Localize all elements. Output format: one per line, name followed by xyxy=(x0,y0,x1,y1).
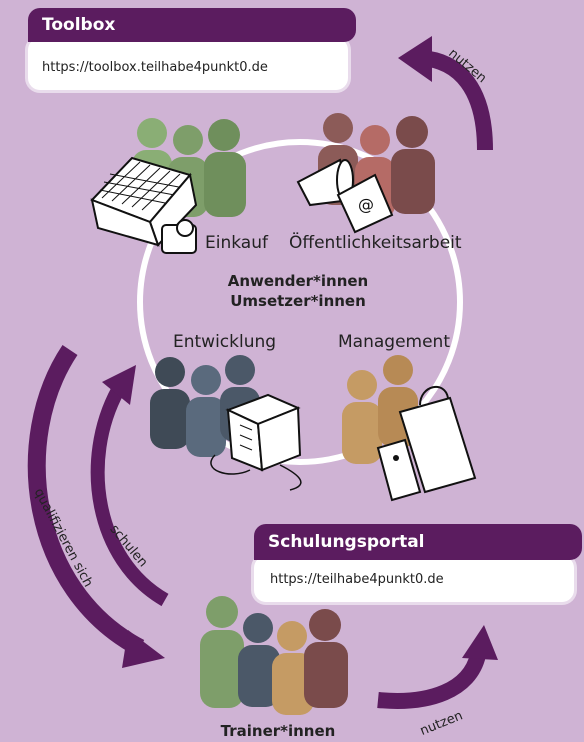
label-oeffentlichkeit: Öffentlichkeitsarbeit xyxy=(289,233,462,253)
server-icon xyxy=(210,393,302,491)
label-einkauf: Einkauf xyxy=(205,233,268,253)
arrow-nutzen-top xyxy=(419,50,493,151)
arrow-qualifizieren-head xyxy=(122,630,165,668)
arrow-qualifizieren xyxy=(27,345,145,656)
arrow-nutzen-bottom-head xyxy=(462,625,498,660)
toolbox-box xyxy=(28,38,348,90)
central-ring xyxy=(137,139,463,465)
people-management xyxy=(342,355,418,464)
schulungsportal-box xyxy=(254,556,574,602)
briefcase-phone-icon xyxy=(376,386,477,502)
label-management: Management xyxy=(338,332,450,352)
people-trainer xyxy=(200,596,348,715)
megaphone-mail-icon: @ xyxy=(296,158,394,234)
arrow-nutzen-bottom xyxy=(377,652,486,709)
schulungsportal-title: Schulungsportal xyxy=(254,524,582,560)
schulungsportal-url[interactable]: https://teilhabe4punkt0.de xyxy=(270,572,444,587)
svg-text:@: @ xyxy=(358,195,374,214)
center-line1: Anwender*innen xyxy=(227,272,369,290)
toolbox-title: Toolbox xyxy=(28,8,356,42)
center-line2: Umsetzer*innen xyxy=(230,292,366,310)
arrow-schulen-head xyxy=(102,365,136,405)
arrow-schulen xyxy=(90,386,169,607)
label-entwicklung: Entwicklung xyxy=(173,332,277,352)
cash-register-icon xyxy=(90,156,198,254)
label-trainer: Trainer*innen xyxy=(220,722,336,740)
toolbox-url[interactable]: https://toolbox.teilhabe4punkt0.de xyxy=(42,60,268,75)
arrow-nutzen-top-head xyxy=(398,36,432,82)
